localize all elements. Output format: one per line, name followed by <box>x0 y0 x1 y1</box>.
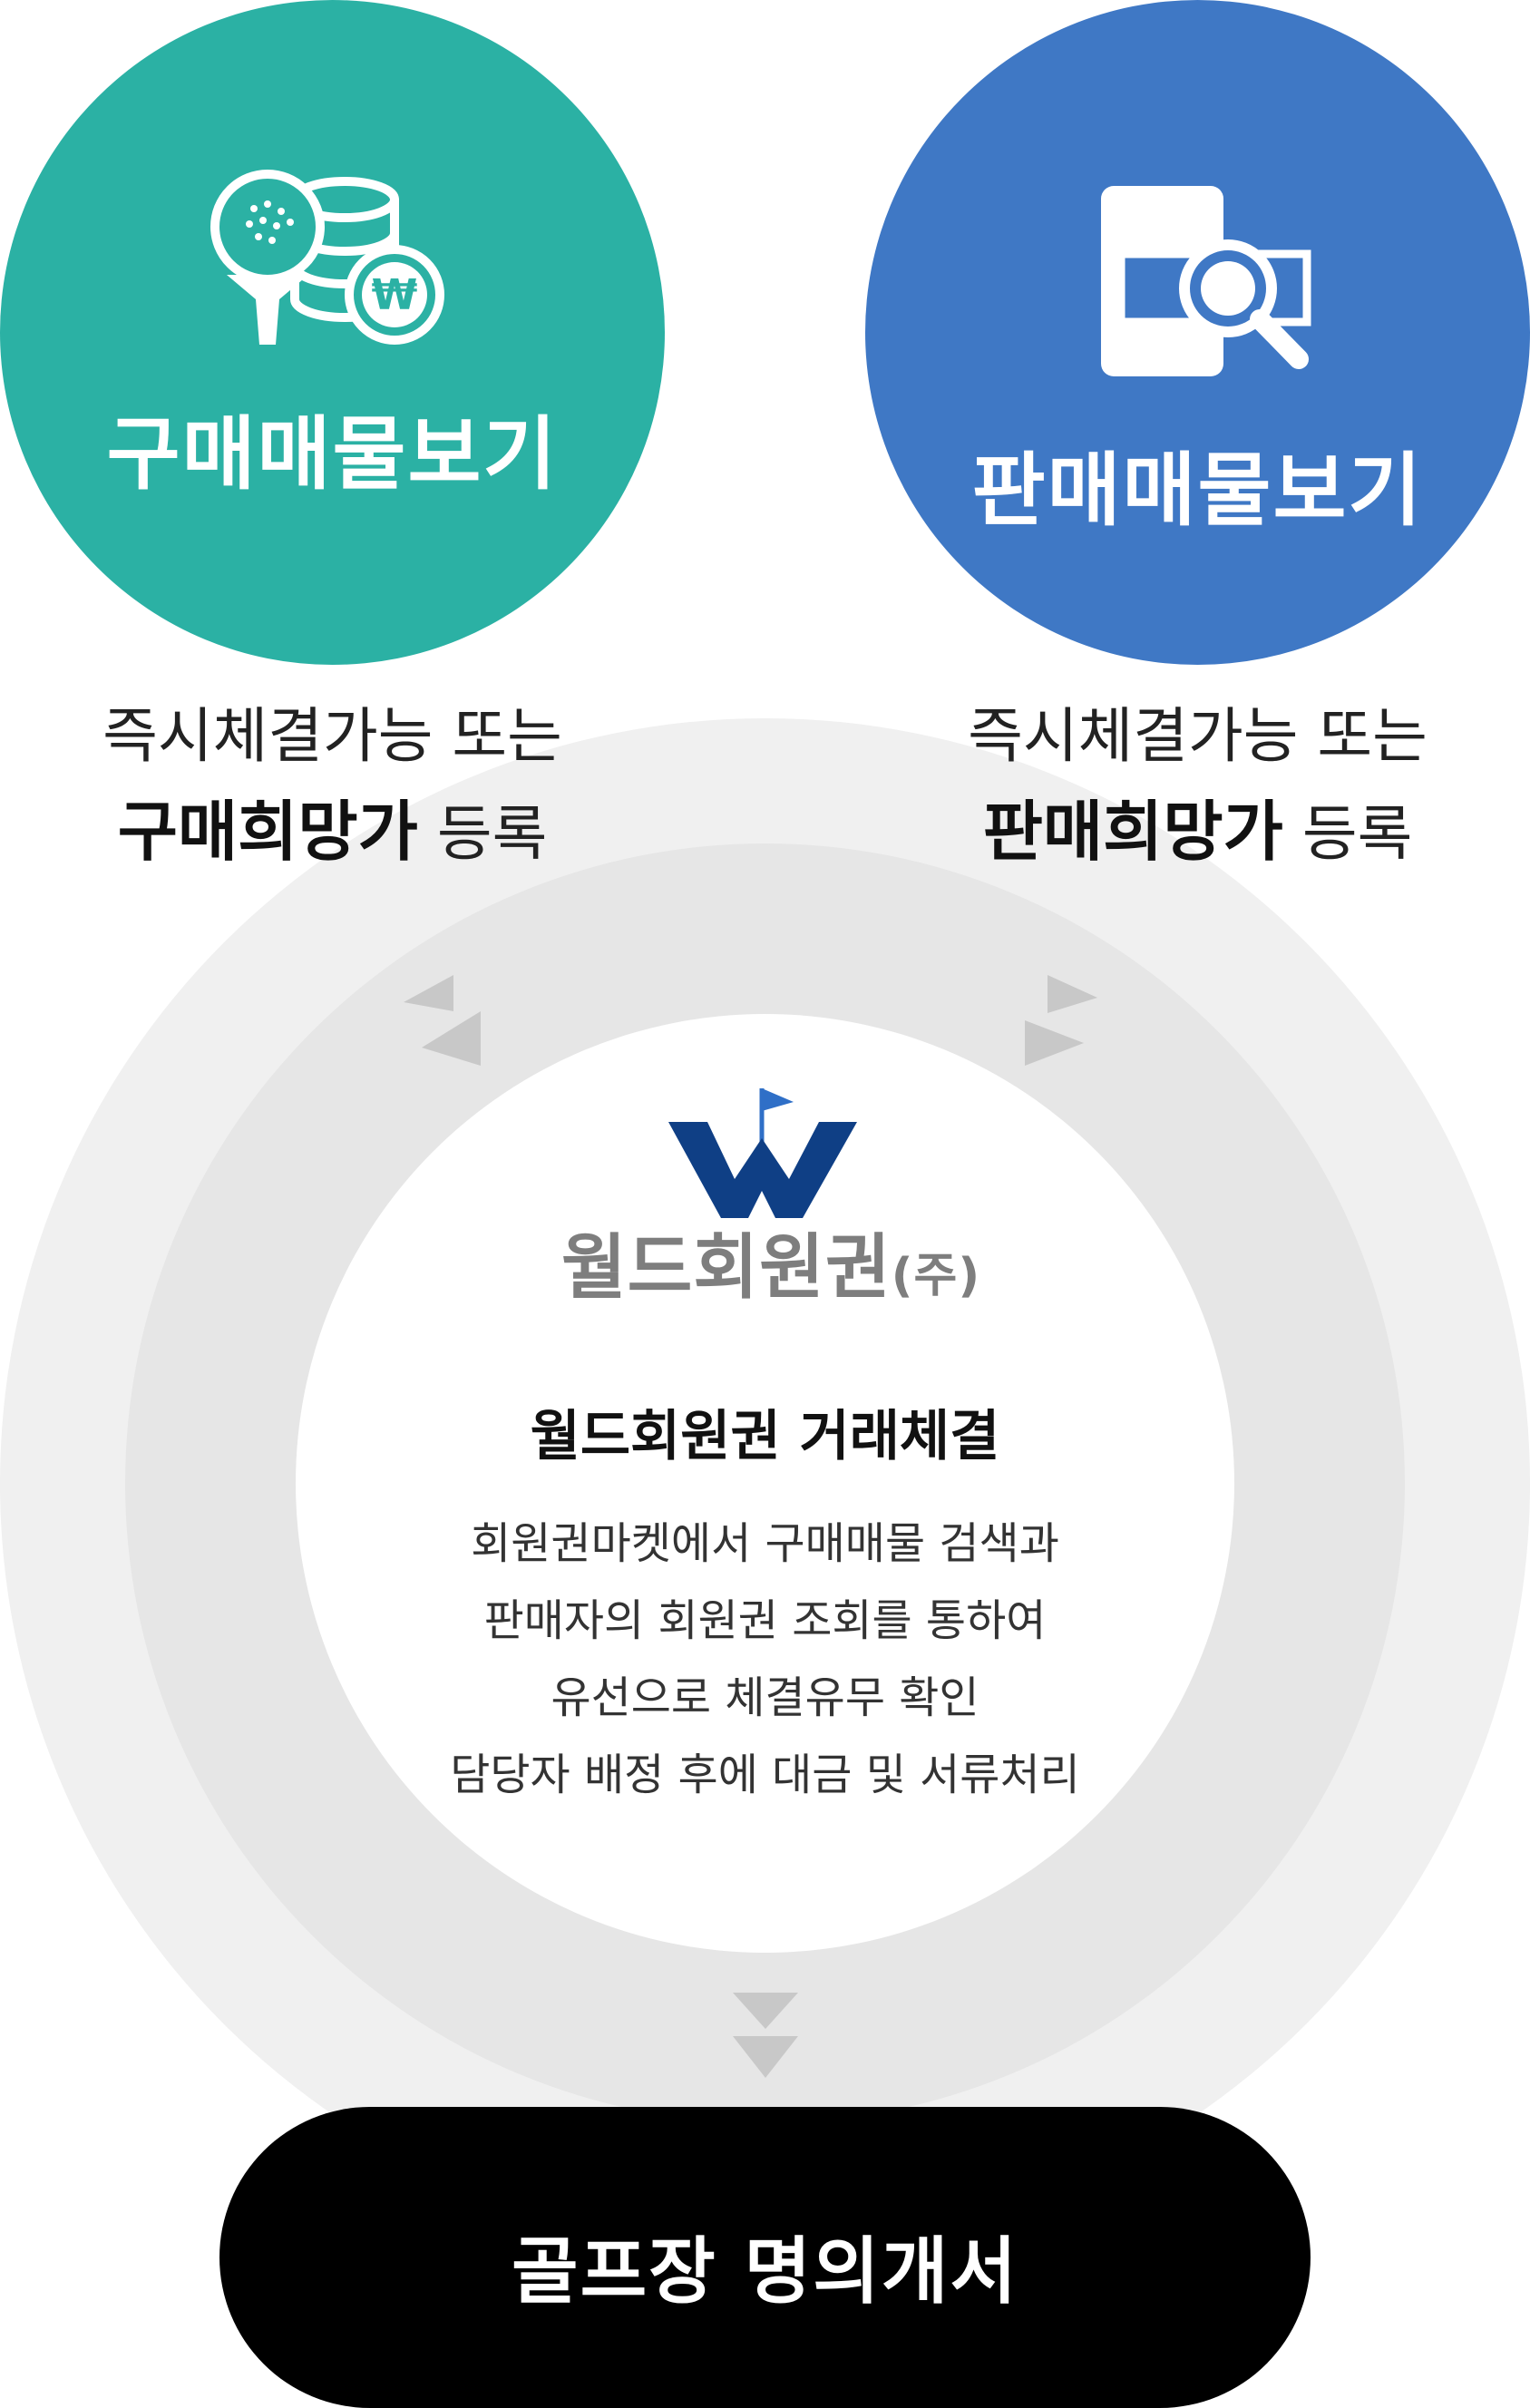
center-line: 유선으로 체결유무 확인 <box>551 1672 979 1723</box>
golf-coins-won-icon: ₩ <box>210 170 444 345</box>
center-title: 월드회원권 거래체결 <box>530 1405 1000 1468</box>
name-transfer-label: 골프장 명의개서 <box>511 2229 1019 2314</box>
buy-desc-line1: 즉시체결가능 또는 <box>102 701 562 771</box>
name-transfer-button[interactable] <box>219 2107 1311 2408</box>
arrow-down-icon <box>733 1993 798 2078</box>
sell-listings-button[interactable]: 판매매물보기 <box>865 0 1530 665</box>
arrow-left-icon <box>404 975 481 1066</box>
sell-desc-bold: 판매희망가 <box>982 794 1283 870</box>
buy-title: 구매매물보기 <box>106 407 559 501</box>
sell-desc-rest: 등록 <box>1282 799 1413 869</box>
buy-desc-rest: 등록 <box>417 799 548 869</box>
center-line: 회원권마켓에서 구매매물 검색과 <box>471 1518 1059 1569</box>
arrow-right-icon <box>1025 975 1097 1066</box>
svg-text:₩: ₩ <box>372 270 418 319</box>
sell-description: 즉시체결가능 또는 판매희망가 등록 <box>865 691 1530 884</box>
sell-title: 판매매물보기 <box>971 444 1424 537</box>
logo-wordmark: 월드회원권(주) <box>508 1211 1034 1312</box>
mobile-search-icon <box>1101 186 1311 376</box>
center-description: 회원권마켓에서 구매매물 검색과 판매자의 회원권 조회를 통하여 유선으로 체… <box>296 1506 1234 1814</box>
logo-corp: (주) <box>891 1249 981 1303</box>
buy-description: 즉시체결가능 또는 구매희망가 등록 <box>0 691 665 884</box>
logo-name: 월드회원권 <box>560 1227 892 1309</box>
sell-desc-line1: 즉시체결가능 또는 <box>968 701 1428 771</box>
center-line: 담당자 배정 후에 대금 및 서류처리 <box>450 1750 1080 1800</box>
buy-desc-bold: 구매희망가 <box>117 794 418 870</box>
buy-listings-button[interactable]: ₩ 구매매물보기 <box>0 0 665 665</box>
world-membership-logo-icon <box>668 1088 857 1218</box>
center-line: 판매자의 회원권 조회를 통하여 <box>483 1595 1047 1646</box>
